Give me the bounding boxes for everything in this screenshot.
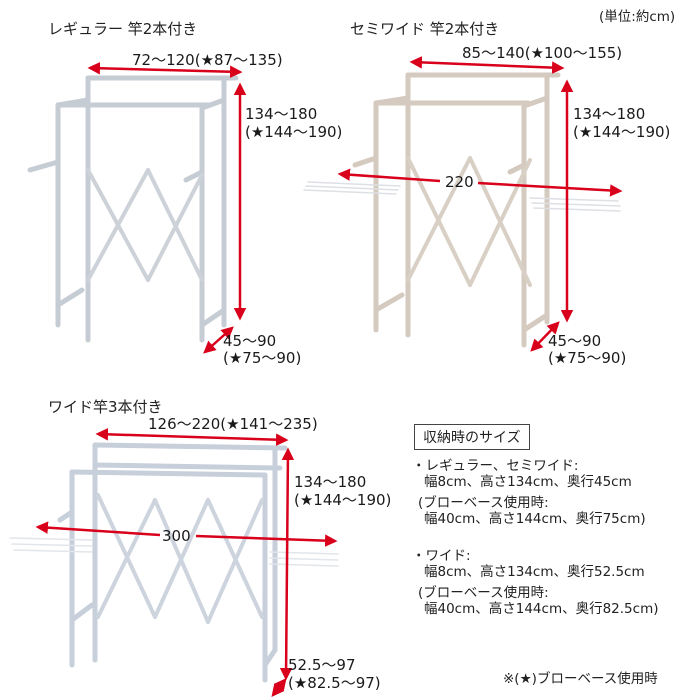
footnote: ※(★)ブローベース使用時 xyxy=(503,671,658,687)
wide-rack-illustration xyxy=(9,442,339,683)
semiwide-width-label: 85〜140(★100〜155) xyxy=(462,44,623,62)
storage-group-size: 幅8cm、高さ134cm、奥行52.5cm xyxy=(424,564,645,581)
semiwide-span-label: 220 xyxy=(445,173,474,191)
storage-group-wide: ・ワイド: 幅8cm、高さ134cm、奥行52.5cm (ブローベース使用時: … xyxy=(412,548,659,618)
wide-depth-blow-label: (★82.5〜97) xyxy=(288,674,381,692)
storage-group-label: ・ワイド: xyxy=(412,548,471,564)
regular-dimension-arrows xyxy=(87,62,247,354)
regular-rack-illustration xyxy=(27,75,239,343)
storage-group-size: 幅8cm、高さ134cm、奥行45cm xyxy=(424,474,632,491)
semiwide-height-blow-label: (★144〜190) xyxy=(573,123,671,141)
semiwide-rack-illustration xyxy=(303,72,621,348)
wide-depth-label: 52.5〜97 xyxy=(288,656,356,674)
storage-group-regular-semiwide: ・レギュラー、セミワイド: 幅8cm、高さ134cm、奥行45cm (ブローベー… xyxy=(412,458,646,528)
semiwide-height-label: 134〜180 xyxy=(573,105,646,123)
regular-depth-blow-label: (★75〜90) xyxy=(223,349,302,367)
regular-width-label: 72〜120(★87〜135) xyxy=(132,51,283,69)
wide-title: ワイド竿3本付き xyxy=(48,398,163,416)
storage-group-blow-label: (ブローベース使用時: xyxy=(418,584,549,601)
semiwide-depth-label: 45〜90 xyxy=(548,332,602,350)
semiwide-depth-blow-label: (★75〜90) xyxy=(548,349,627,367)
storage-group-blow-label: (ブローベース使用時: xyxy=(418,494,549,511)
semiwide-dimension-arrows xyxy=(337,56,623,352)
semiwide-title: セミワイド 竿2本付き xyxy=(350,20,500,38)
wide-height-label: 134〜180 xyxy=(294,473,367,491)
regular-title: レギュラー 竿2本付き xyxy=(48,20,198,38)
storage-group-blow-size: 幅40cm、高さ144cm、奥行75cm) xyxy=(424,511,646,528)
regular-height-blow-label: (★144〜190) xyxy=(245,123,343,141)
wide-width-label: 126〜220(★141〜235) xyxy=(148,415,318,433)
storage-size-heading: 収納時のサイズ xyxy=(414,424,530,450)
wide-height-blow-label: (★144〜190) xyxy=(294,491,392,509)
wide-dimension-arrows xyxy=(35,428,338,697)
unit-note: (単位:約cm) xyxy=(599,9,676,25)
wide-span-label: 300 xyxy=(162,527,191,545)
regular-height-label: 134〜180 xyxy=(245,105,318,123)
storage-group-blow-size: 幅40cm、高さ144cm、奥行82.5cm) xyxy=(424,601,659,618)
storage-group-label: ・レギュラー、セミワイド: xyxy=(412,458,579,474)
regular-depth-label: 45〜90 xyxy=(223,332,277,350)
